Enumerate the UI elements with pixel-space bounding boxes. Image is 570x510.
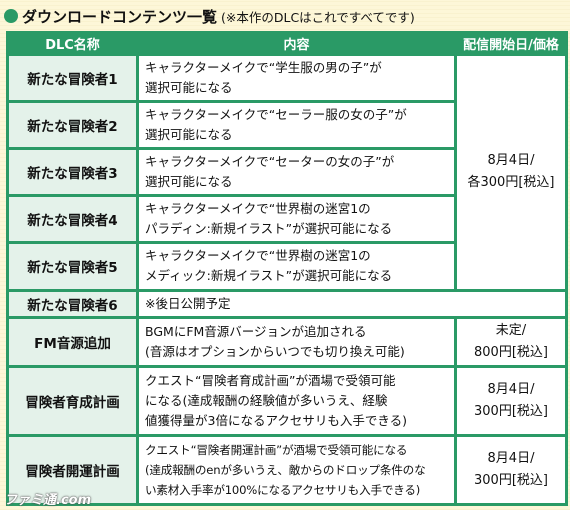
content-line: クエスト“冒険者開運計画”が酒場で受領可能になる [145, 442, 408, 457]
row-content: キャラクターメイクで“世界樹の迷宮1の メディック:新規イラスト”が選択可能にな… [139, 244, 454, 289]
bullet-icon [4, 9, 18, 23]
content-line: 選択可能になる [145, 127, 233, 143]
header-dlc-name: DLC名称 [9, 34, 136, 54]
row-content: BGMにFM音源バージョンが追加される (音源はオプションからいつでも切り換え可… [139, 318, 454, 365]
price-value: 300円[税込] [474, 403, 548, 419]
content-line: パラディン:新規イラスト”が選択可能になる [145, 221, 393, 237]
content-line: メディック:新規イラスト”が選択可能になる [145, 268, 393, 284]
row-name: 新たな冒険者2 [9, 103, 136, 148]
row-name: 新たな冒険者1 [9, 56, 136, 101]
content-line: キャラクターメイクで“世界樹の迷宮1の [145, 201, 371, 217]
table-row: 新たな冒険者6 ※後日公開予定 [9, 291, 565, 316]
table-row: 新たな冒険者1 キャラクターメイクで“学生服の男の子”が 選択可能になる 8月4… [9, 56, 565, 289]
row-content: キャラクターメイクで“学生服の男の子”が 選択可能になる [139, 56, 454, 101]
price-date: 8月4日/ [487, 381, 535, 397]
row-content: クエスト“冒険者開運計画”が酒場で受領可能になる (達成報酬のenが多いうえ、敵… [139, 436, 454, 503]
watermark-logo: ファミ通.com [4, 493, 92, 508]
dlc-table: DLC名称 内容 配信開始日/価格 新たな冒険者1 キャラクターメイクで“学生服… [6, 31, 568, 506]
content-line: キャラクターメイクで“セーターの女の子”が [145, 154, 395, 170]
content-line: BGMにFM音源バージョンが追加される [145, 323, 367, 339]
row-name: 冒険者育成計画 [9, 367, 136, 434]
row-name: 新たな冒険者6 [9, 291, 136, 316]
row-content: ※後日公開予定 [139, 291, 565, 316]
table-row: 冒険者育成計画 クエスト“冒険者育成計画”が酒場で受領可能 になる(達成報酬の経… [9, 367, 565, 434]
row-name: 新たな冒険者5 [9, 244, 136, 289]
header-content: 内容 [139, 34, 454, 54]
content-line: になる(達成報酬の経験値が多いうえ、経験 [145, 392, 388, 408]
table-row: FM音源追加 BGMにFM音源バージョンが追加される (音源はオプションからいつ… [9, 318, 565, 365]
header-release-price: 配信開始日/価格 [457, 34, 565, 54]
table-row: 新たな冒険者2 キャラクターメイクで“セーラー服の女の子”が 選択可能になる [9, 103, 565, 148]
price-date: 未定/ [495, 322, 527, 338]
row-content: キャラクターメイクで“セーターの女の子”が 選択可能になる [139, 150, 454, 195]
content-line: クエスト“冒険者育成計画”が酒場で受領可能 [145, 372, 396, 388]
content-line: 選択可能になる [145, 174, 233, 190]
price-value: 800円[税込] [474, 344, 548, 360]
row-content: キャラクターメイクで“セーラー服の女の子”が 選択可能になる [139, 103, 454, 148]
content-line: 選択可能になる [145, 80, 233, 96]
row-name: 新たな冒険者3 [9, 150, 136, 195]
row-name: 冒険者開運計画 [9, 436, 136, 503]
table-row: 新たな冒険者4 キャラクターメイクで“世界樹の迷宮1の パラディン:新規イラスト… [9, 197, 565, 242]
row-name: FM音源追加 [9, 318, 136, 365]
content-line: キャラクターメイクで“セーラー服の女の子”が [145, 107, 407, 123]
price-date: 8月4日/ [487, 153, 535, 169]
content-line: (音源はオプションからいつでも切り換え可能) [145, 343, 405, 359]
price-date: 8月4日/ [487, 450, 535, 466]
price-value: 300円[税込] [474, 472, 548, 488]
table-header-row: DLC名称 内容 配信開始日/価格 [9, 34, 565, 54]
table-row: 新たな冒険者5 キャラクターメイクで“世界樹の迷宮1の メディック:新規イラスト… [9, 244, 565, 289]
content-line: ※後日公開予定 [145, 295, 231, 311]
price-cell: 8月4日/ 300円[税込] [457, 367, 565, 434]
content-line: キャラクターメイクで“学生服の男の子”が [145, 60, 382, 76]
page-note: (※本作のDLCはこれですべてです) [221, 9, 415, 25]
row-content: キャラクターメイクで“世界樹の迷宮1の パラディン:新規イラスト”が選択可能にな… [139, 197, 454, 242]
content-line: キャラクターメイクで“世界樹の迷宮1の [145, 248, 371, 264]
content-line: 値獲得量が3倍になるアクセサリも入手できる) [145, 412, 407, 428]
page-heading: ダウンロードコンテンツ一覧 (※本作のDLCはこれですべてです) [4, 3, 415, 29]
shared-price-cell: 8月4日/ 各300円[税込] [457, 56, 565, 289]
price-cell: 未定/ 800円[税込] [457, 318, 565, 365]
content-line: い素材入手率が100%になるアクセサリも入手できる) [145, 482, 421, 497]
table-row: 冒険者開運計画 クエスト“冒険者開運計画”が酒場で受領可能になる (達成報酬のe… [9, 436, 565, 503]
table-row: 新たな冒険者3 キャラクターメイクで“セーターの女の子”が 選択可能になる [9, 150, 565, 195]
price-cell: 8月4日/ 300円[税込] [457, 436, 565, 503]
row-name: 新たな冒険者4 [9, 197, 136, 242]
content-line: (達成報酬のenが多いうえ、敵からのドロップ条件のな [145, 462, 426, 477]
row-content: クエスト“冒険者育成計画”が酒場で受領可能 になる(達成報酬の経験値が多いうえ、… [139, 367, 454, 434]
price-value: 各300円[税込] [467, 175, 555, 191]
page-title: ダウンロードコンテンツ一覧 [22, 7, 218, 26]
